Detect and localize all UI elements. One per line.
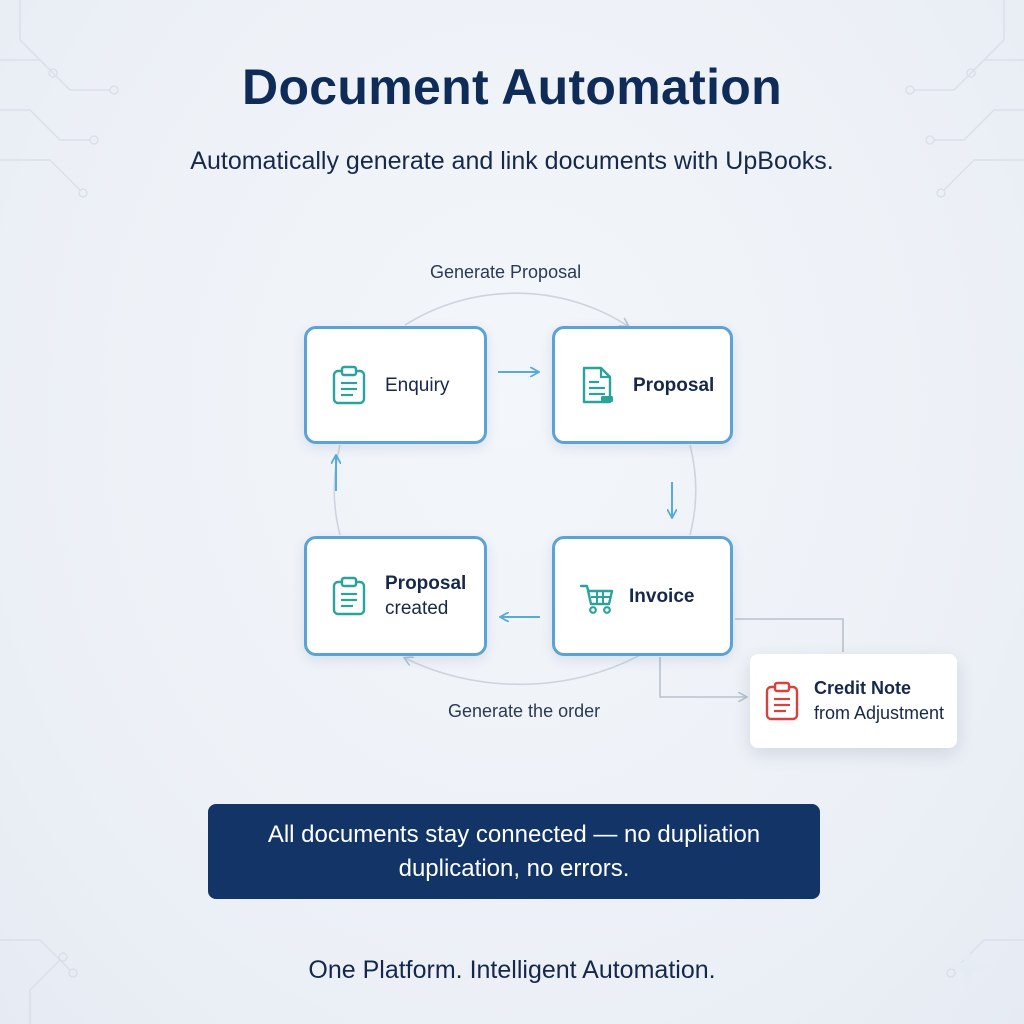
clipboard-icon — [765, 681, 799, 721]
credit-note-label-line1: Credit Note — [814, 678, 912, 698]
banner-line1: All documents stay connected — no duplia… — [267, 820, 761, 848]
connected-documents-banner: All documents stay connected — no duplia… — [208, 804, 820, 899]
flow-label-generate-proposal: Generate Proposal — [430, 262, 582, 282]
proposal-created-label-line2: created — [385, 598, 449, 619]
invoice-label: Invoice — [629, 585, 695, 607]
proposal-card[interactable]: Proposal — [552, 326, 733, 444]
proposal-created-label-line1: Proposal — [385, 573, 467, 594]
enquiry-label: Enquiry — [385, 374, 450, 396]
credit-note-card[interactable]: Credit Note from Adjustment — [750, 654, 957, 748]
invoice-card[interactable]: Invoice — [552, 536, 733, 656]
connector-invoice-credit-note — [735, 618, 844, 652]
clipboard-icon — [332, 365, 366, 405]
banner-line2: duplication, no errors. — [398, 854, 630, 882]
cycle-circle — [404, 292, 628, 326]
document-icon — [582, 366, 613, 404]
enquiry-card[interactable]: Enquiry — [304, 326, 487, 444]
shopping-cart-icon — [579, 584, 614, 614]
page-subtitle: Automatically generate and link document… — [190, 147, 834, 175]
footer-tagline: One Platform. Intelligent Automation. — [308, 956, 716, 984]
proposal-created-card[interactable]: Proposal created — [304, 536, 487, 656]
clipboard-icon — [332, 576, 366, 616]
proposal-label: Proposal — [633, 374, 715, 396]
credit-note-label-line2: from Adjustment — [814, 703, 945, 723]
page-title: Document Automation — [242, 59, 782, 115]
flow-label-generate-order: Generate the order — [448, 701, 601, 721]
arrow-invoice-to-credit-note — [659, 657, 746, 697]
